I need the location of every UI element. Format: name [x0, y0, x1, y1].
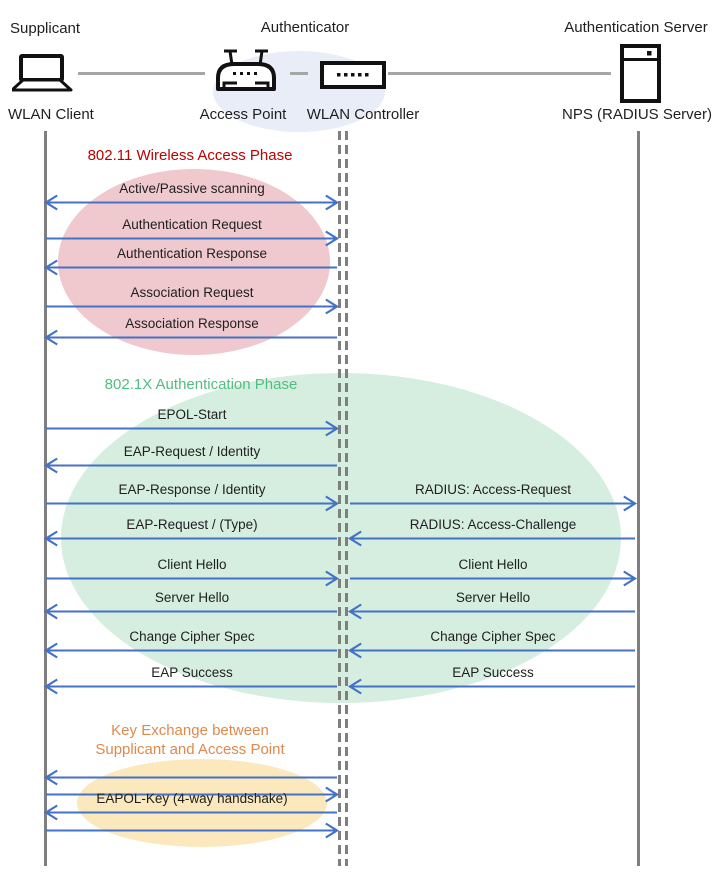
node-label-wlan-client: WLAN Client — [8, 106, 94, 123]
phase-key-exchange-ellipse — [77, 759, 327, 847]
access-point-icon — [216, 49, 276, 91]
phase-title-80211: 802.11 Wireless Access Phase — [87, 147, 293, 164]
lifeline-authenticator-dashed-1 — [338, 131, 341, 866]
role-label-supplicant: Supplicant — [10, 20, 81, 37]
node-label-access-point: Access Point — [199, 106, 287, 123]
phase-title-8021x: 802.1X Authentication Phase — [104, 376, 298, 393]
connector-line — [78, 72, 205, 75]
laptop-icon — [12, 54, 73, 92]
phase-8021x-ellipse — [61, 373, 621, 703]
phase-title-key-exchange: Key Exchange between Supplicant and Acce… — [95, 722, 285, 758]
wlan-controller-icon — [320, 61, 386, 89]
lifeline-nps-server — [637, 131, 640, 866]
connector-line — [388, 72, 611, 75]
connector-line — [290, 72, 308, 75]
node-label-wlan-controller: WLAN Controller — [306, 106, 420, 123]
role-label-authenticator: Authenticator — [260, 19, 350, 36]
lifeline-authenticator-dashed-2 — [345, 131, 348, 866]
role-label-authentication-server: Authentication Server — [564, 19, 708, 36]
server-icon — [620, 44, 661, 103]
node-label-nps-radius-server: NPS (RADIUS Server) — [561, 106, 713, 123]
lifeline-wlan-client — [44, 131, 47, 866]
phase-80211-ellipse — [58, 169, 330, 355]
